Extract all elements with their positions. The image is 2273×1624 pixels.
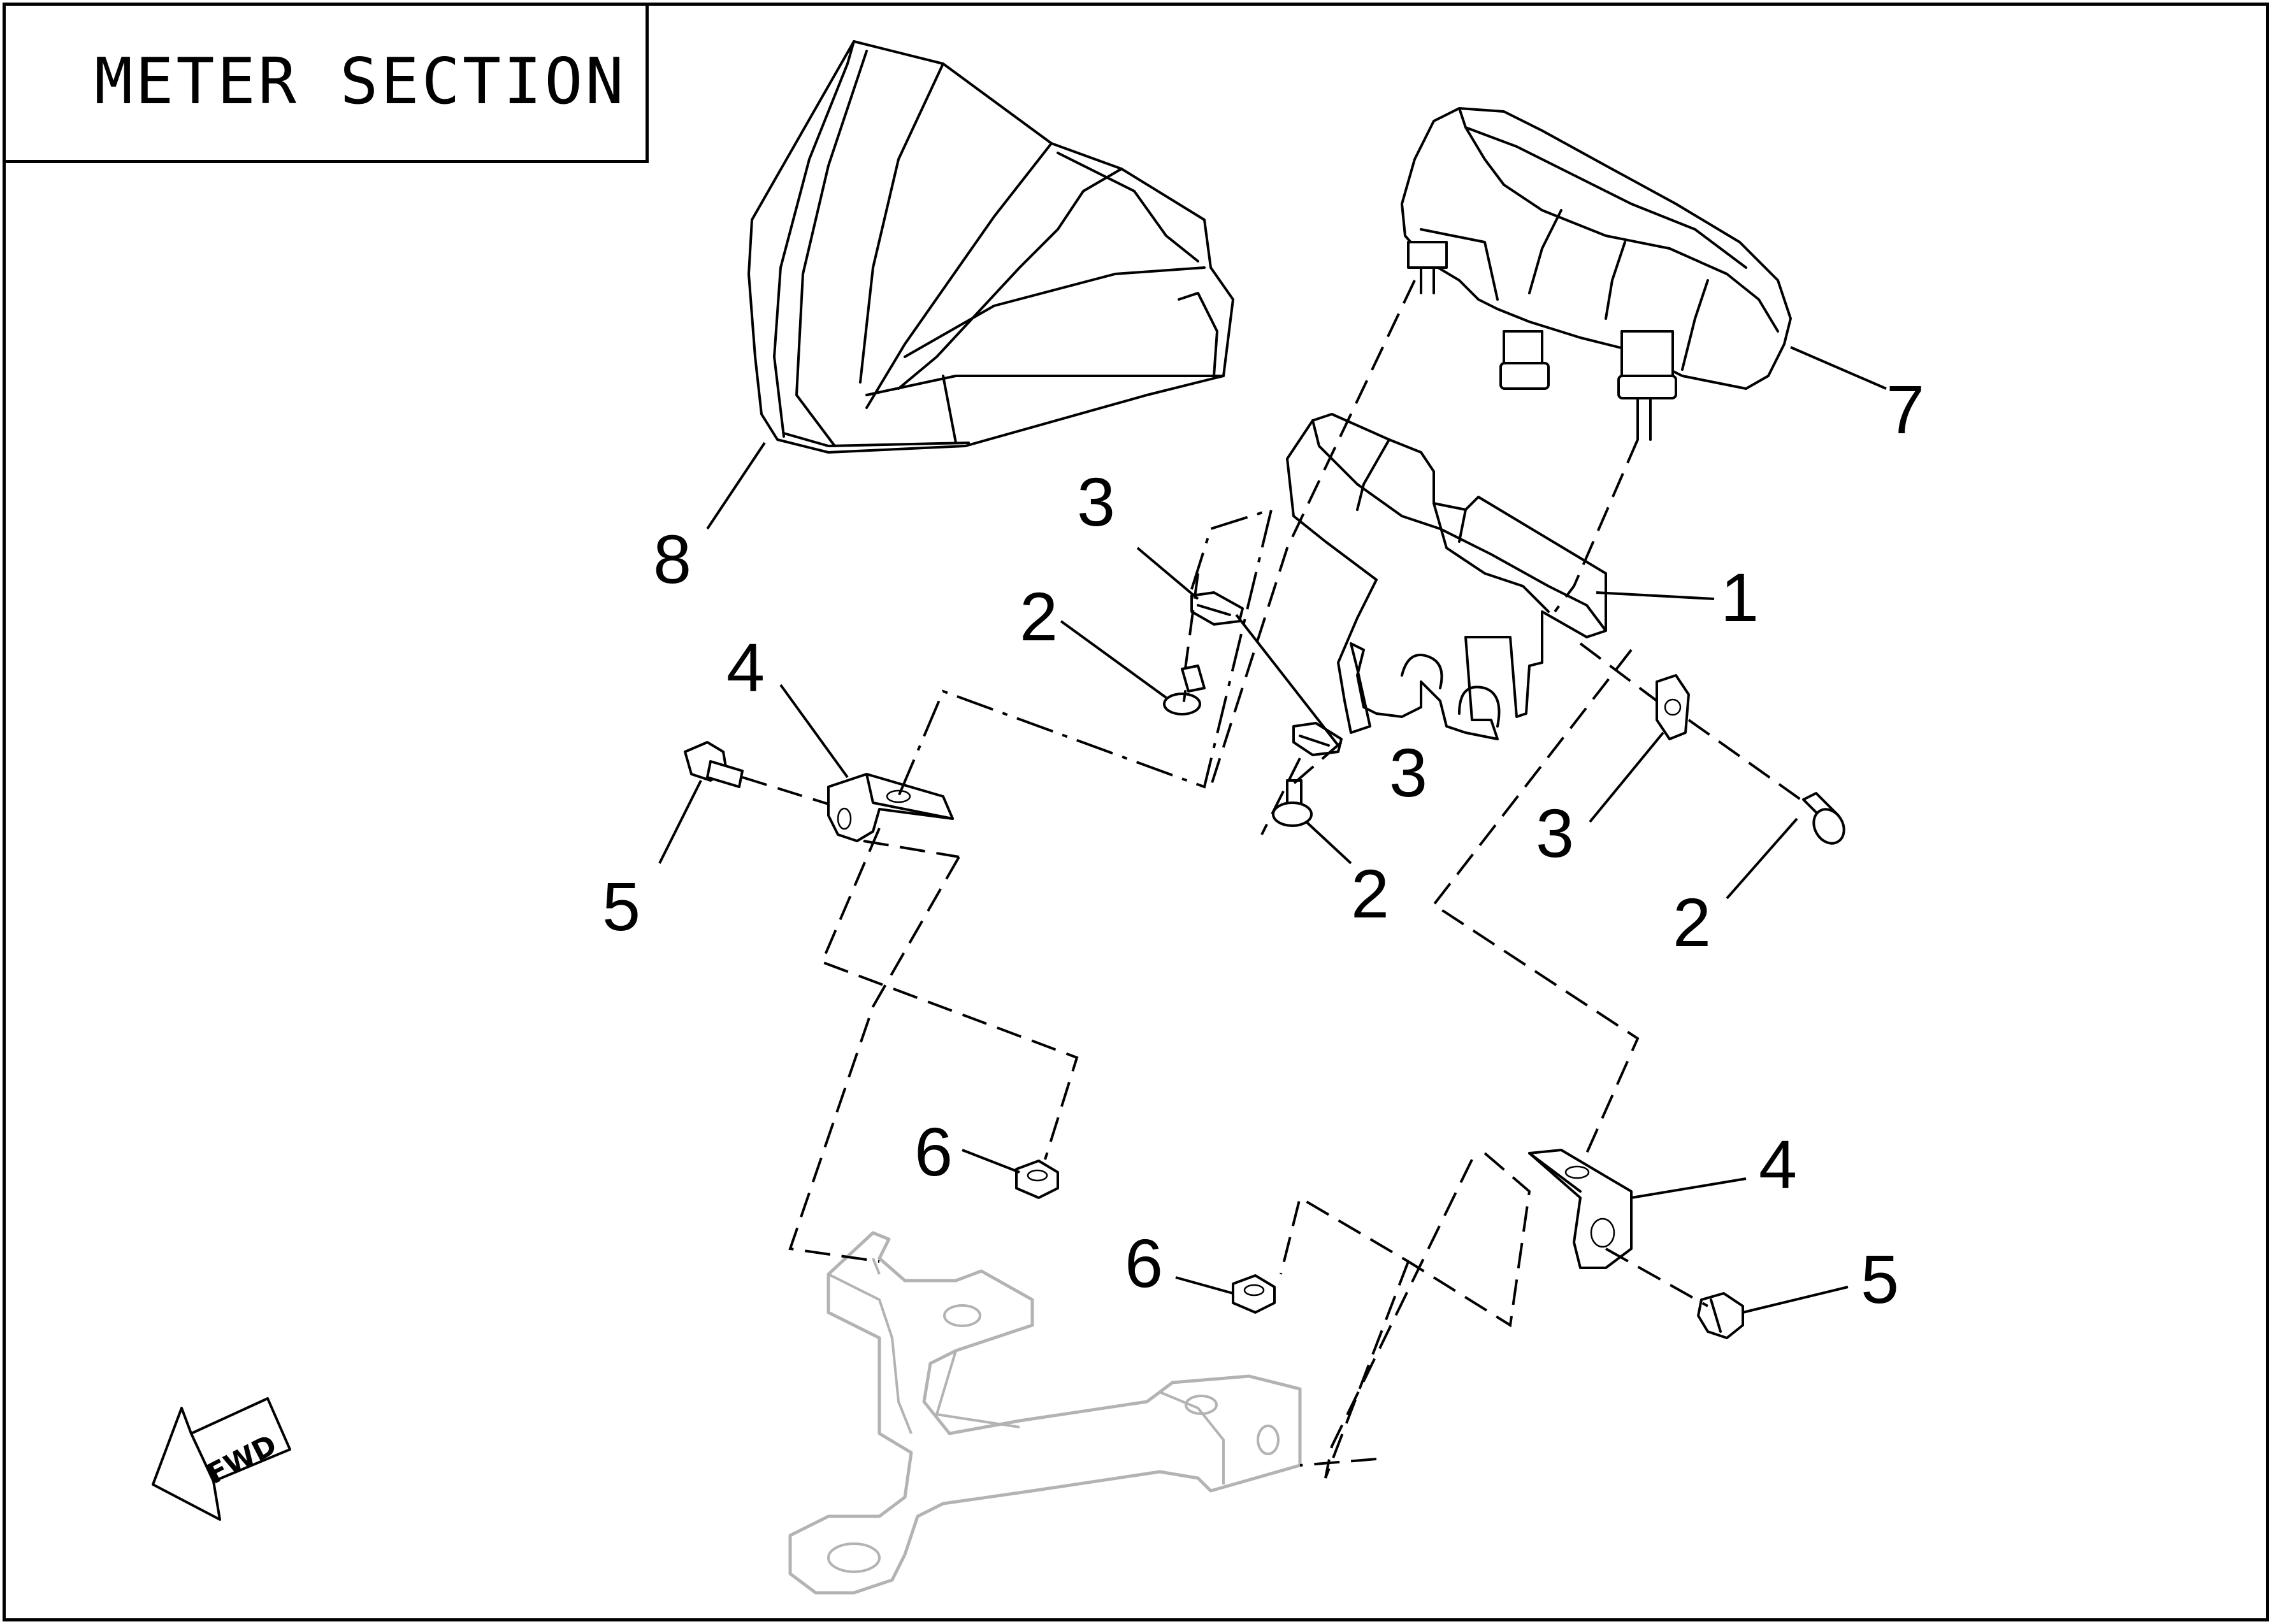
clip-nut-c[interactable] [1656, 674, 1690, 740]
callout-5-right: 5 [1861, 1240, 1899, 1318]
callout-6-left: 6 [914, 1113, 953, 1190]
callout-2-right: 2 [1673, 884, 1711, 961]
callout-2-middle: 2 [1351, 855, 1389, 932]
bolt-a[interactable] [1163, 665, 1206, 715]
meter-bracket-part[interactable] [1286, 413, 1607, 740]
flange-nut-right[interactable] [1232, 1274, 1276, 1314]
callout-3-right: 3 [1536, 794, 1574, 872]
bolt-b[interactable] [1272, 779, 1313, 827]
callout-4-right: 4 [1759, 1126, 1797, 1203]
section-title-box: METER SECTION [3, 3, 649, 163]
callout-5-left: 5 [602, 868, 640, 945]
flange-bolt-left[interactable] [684, 741, 744, 788]
mounting-bracket-left[interactable] [827, 773, 954, 842]
clip-nut-b[interactable] [1292, 722, 1343, 756]
callout-numbers: 8 7 1 3 2 4 5 3 2 3 2 6 6 4 5 [602, 371, 1924, 1318]
flange-bolt-right[interactable] [1697, 1292, 1744, 1339]
callout-7: 7 [1886, 371, 1924, 448]
callout-2-upper: 2 [1020, 578, 1058, 655]
mounting-bracket-right[interactable] [1528, 1149, 1633, 1269]
callout-4-left: 4 [726, 629, 765, 706]
bolt-c[interactable] [1802, 792, 1850, 849]
meter-assembly-part[interactable] [1401, 107, 1792, 441]
callout-3-middle: 3 [1389, 734, 1427, 811]
section-title: METER SECTION [94, 44, 626, 119]
flange-nut-left[interactable] [1015, 1160, 1059, 1199]
assembly-lines [742, 280, 1811, 1479]
callout-8: 8 [653, 521, 691, 598]
callout-3-upper: 3 [1077, 463, 1115, 540]
callout-6-right: 6 [1125, 1225, 1163, 1302]
frame-stay-reference [788, 1231, 1302, 1595]
leader-lines [658, 346, 1887, 1314]
clip-nut-a[interactable] [1190, 591, 1244, 626]
meter-cover-part[interactable] [747, 40, 1234, 454]
callout-1: 1 [1721, 559, 1759, 636]
fwd-arrow-icon: FWD [152, 1397, 291, 1521]
